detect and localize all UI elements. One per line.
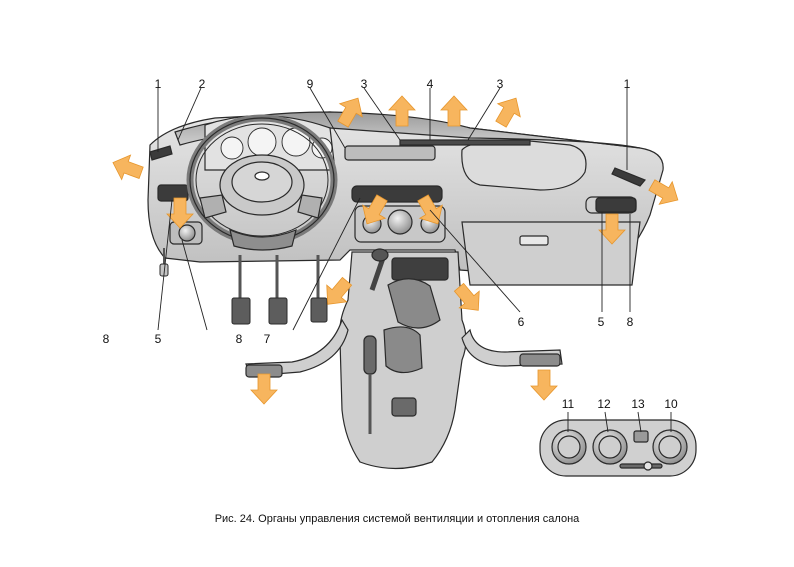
callout-9: 9 — [306, 77, 314, 91]
figure-caption: Рис. 24. Органы управления системой вент… — [214, 513, 580, 525]
callout-1-left: 1 — [154, 77, 162, 91]
callout-8-right: 8 — [626, 315, 634, 329]
callout-3-left: 3 — [360, 77, 368, 91]
callout-6: 6 — [517, 315, 525, 329]
steering-wheel — [186, 114, 338, 251]
airflow-arrow-defrost-3 — [440, 95, 468, 127]
callout-8-left: 8 — [235, 332, 243, 346]
callout-1-right: 1 — [623, 77, 631, 91]
callout-4: 4 — [426, 77, 434, 91]
airflow-arrow-defrost-4 — [489, 91, 528, 132]
pedals — [159, 248, 328, 325]
callout-5-left: 5 — [154, 332, 162, 346]
callout-13: 13 — [631, 397, 645, 411]
callout-8-far-left: 8 — [102, 332, 110, 346]
airflow-arrow-rear-right — [530, 369, 558, 401]
callout-10: 10 — [664, 397, 678, 411]
callout-7: 7 — [263, 332, 271, 346]
callout-11: 11 — [561, 397, 575, 411]
callout-3-right: 3 — [496, 77, 504, 91]
heater-control-panel — [539, 419, 697, 477]
airflow-arrow-rear-left — [250, 373, 278, 405]
airflow-arrow-left-side — [108, 149, 147, 186]
callout-12: 12 — [597, 397, 611, 411]
center-console — [339, 248, 467, 470]
leader-lines — [157, 87, 672, 433]
callout-2: 2 — [198, 77, 206, 91]
floor-ducts — [245, 318, 563, 378]
callout-5-right: 5 — [597, 315, 605, 329]
